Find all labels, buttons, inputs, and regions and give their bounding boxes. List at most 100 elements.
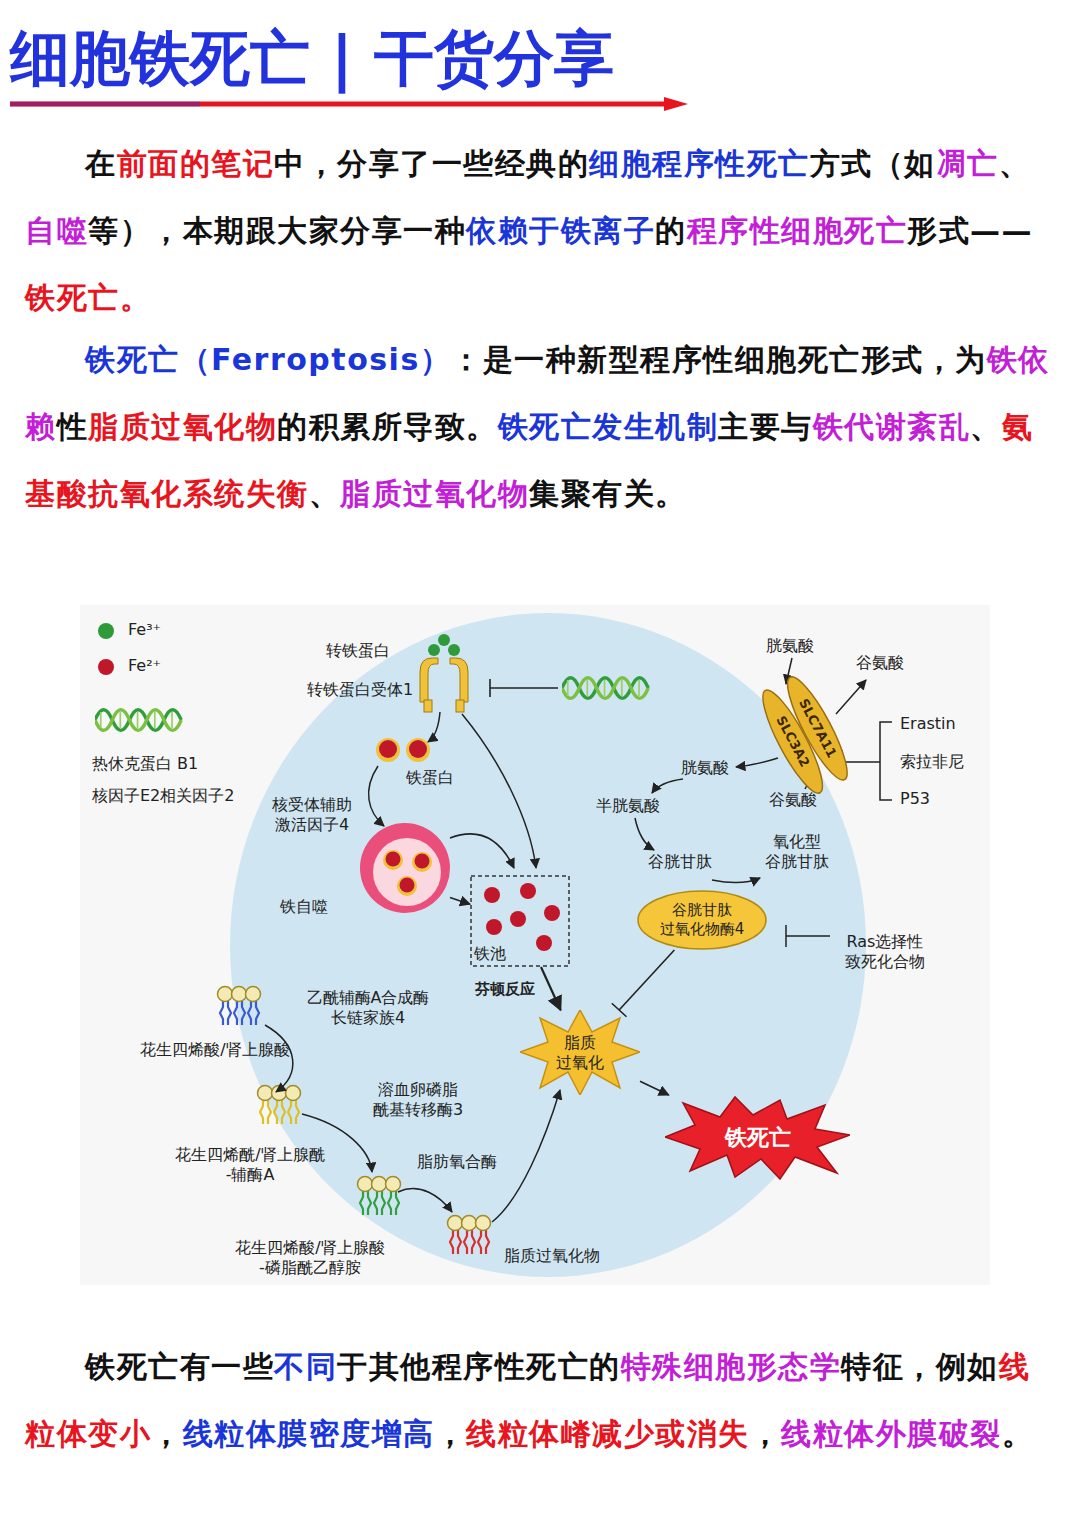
diagram-label: 胱氨酸 xyxy=(766,636,814,656)
diagram-label: 半胱氨酸 xyxy=(596,796,660,816)
drawing-path xyxy=(10,102,200,107)
legend-swatch xyxy=(98,623,114,639)
legend-text: 热休克蛋白 B1 xyxy=(92,754,198,774)
drawing-circle xyxy=(536,935,552,951)
drawing-use xyxy=(562,678,648,699)
connector xyxy=(541,967,561,1010)
text-run: 不同 xyxy=(274,1349,337,1384)
text-run: 铁死亡发生机制 xyxy=(498,409,719,444)
drawing-path xyxy=(10,102,668,107)
drawing-path xyxy=(652,779,683,793)
page-title: 细胞铁死亡 | 干货分享 xyxy=(10,22,614,94)
drawing-path xyxy=(420,658,438,702)
drawing-polygon xyxy=(520,1010,640,1095)
drawing-circle xyxy=(415,854,430,869)
diagram-label: 氧化型 谷胱甘肽 xyxy=(765,832,829,872)
diagram-label: 乙酰辅酶A合成酶 长链家族4 xyxy=(307,988,430,1028)
drawing-circle xyxy=(376,738,400,762)
text-run: 、 xyxy=(309,476,341,511)
drawing-rect xyxy=(80,605,990,1285)
diagram-label: 花生四烯酰/肾上腺酰 -辅酶A xyxy=(175,1145,324,1185)
drawing-circle xyxy=(544,905,560,921)
drawing-circle xyxy=(428,644,440,656)
drawing-circle xyxy=(484,887,500,903)
diagram-label: 索拉非尼 xyxy=(900,752,964,772)
diagram-label: 转铁蛋白 xyxy=(326,641,390,661)
diagram-label: P53 xyxy=(900,789,930,809)
diagram-label: 核受体辅助 激活因子4 xyxy=(272,795,352,835)
node-label: 铁死亡 xyxy=(725,1124,791,1152)
connector xyxy=(640,1081,669,1095)
drawing-circle xyxy=(438,634,450,646)
lipid-peroxidation-star: 脂质 过氧化 xyxy=(520,1010,640,1095)
diagram-label: 花生四烯酸/肾上腺酸 xyxy=(140,1040,289,1060)
text-run: 的积累所导致。 xyxy=(277,409,498,444)
drawing-rect xyxy=(424,700,432,712)
drawing-path xyxy=(664,97,688,111)
drawing-polygon xyxy=(665,1097,850,1179)
connector xyxy=(619,950,674,1010)
text-run: 特殊细胞形态学 xyxy=(621,1349,842,1384)
drawing-path xyxy=(842,722,892,800)
text-run: ， xyxy=(435,1416,467,1451)
diagram-label: 溶血卵磷脂 酰基转移酶3 xyxy=(373,1080,463,1120)
paragraph: 铁死亡（Ferroptosis）：是一种新型程序性细胞死亡形式，为铁依赖性脂质过… xyxy=(25,326,1055,527)
drawing-circle xyxy=(486,919,502,935)
node-label: 脂质 过氧化 xyxy=(556,1033,604,1073)
text-run: 在 xyxy=(85,146,117,181)
diagram-label: 铁蛋白 xyxy=(406,768,454,788)
diagram-label: 脂肪氧合酶 xyxy=(417,1152,497,1172)
diagram-label: 胱氨酸 xyxy=(681,758,729,778)
paragraph: 在前面的笔记中，分享了一些经典的细胞程序性死亡方式（如凋亡、自噬等），本期跟大家… xyxy=(25,130,1055,331)
text-run: 、 xyxy=(999,146,1031,181)
text-run: 铁代谢紊乱 xyxy=(813,409,971,444)
node-label: 铁池 xyxy=(474,944,506,965)
drawing-circle xyxy=(520,883,536,899)
drawing-circle xyxy=(400,878,415,893)
inhibition-bar xyxy=(612,1003,627,1017)
drawing-path xyxy=(490,679,558,697)
diagram-label: 转铁蛋白受体1 xyxy=(307,680,413,700)
text-run: 自噬 xyxy=(25,213,88,248)
drawing-path xyxy=(836,680,866,714)
drawing-path xyxy=(635,818,654,850)
diagram-label: Ras选择性 致死化合物 xyxy=(845,932,925,972)
legend-swatch xyxy=(98,659,114,675)
node-text-block: 铁自噬 xyxy=(280,897,328,918)
text-run: 脂质过氧化物 xyxy=(340,476,529,511)
ferroptosis-burst: 铁死亡 xyxy=(665,1095,850,1180)
drawing-rect xyxy=(471,876,569,966)
text-run: 铁死亡有一些 xyxy=(85,1349,274,1384)
drawing-path xyxy=(736,758,778,767)
node-label: 铁自噬 xyxy=(280,897,328,918)
drawing-circle xyxy=(510,911,526,927)
text-run: ：是一种新型程序性细胞死亡形式，为 xyxy=(451,342,987,377)
ferritinophagy-vesicle: 铁自噬 xyxy=(280,820,450,918)
text-run: 性 xyxy=(57,409,89,444)
text-run: 凋亡 xyxy=(936,146,999,181)
diagram-label: 谷氨酸 xyxy=(856,653,904,673)
node-label: 谷胱甘肽 过氧化物酶4 xyxy=(660,901,745,939)
node-text-block: 铁池 xyxy=(474,944,506,965)
text-run: 铁死亡（Ferroptosis） xyxy=(85,342,451,377)
text-run: 的 xyxy=(655,213,687,248)
drawing-circle xyxy=(383,850,403,870)
text-run: ， xyxy=(151,1416,183,1451)
text-run: 线粒体外膜破裂 xyxy=(781,1416,1002,1451)
text-run: 。 xyxy=(1002,1416,1034,1451)
legend-text: Fe²⁺ xyxy=(128,656,161,676)
node-text-block: 铁死亡 xyxy=(725,1124,791,1152)
drawing-circle xyxy=(412,852,432,872)
drawing-path xyxy=(450,834,514,868)
drawing-use xyxy=(358,1177,401,1216)
drawing-path xyxy=(492,1090,560,1222)
text-run: 铁死亡。 xyxy=(25,280,151,315)
node-text-block: 谷胱甘肽 过氧化物酶4 xyxy=(660,901,745,939)
connector xyxy=(450,898,470,905)
drawing-use xyxy=(218,987,261,1026)
drawing-circle xyxy=(448,644,460,656)
drawing-use xyxy=(448,1216,491,1255)
text-run: 细胞程序性死亡 xyxy=(589,146,810,181)
text-run: 集聚有关。 xyxy=(529,476,687,511)
diagram-label: 谷氨酸 xyxy=(769,790,817,810)
